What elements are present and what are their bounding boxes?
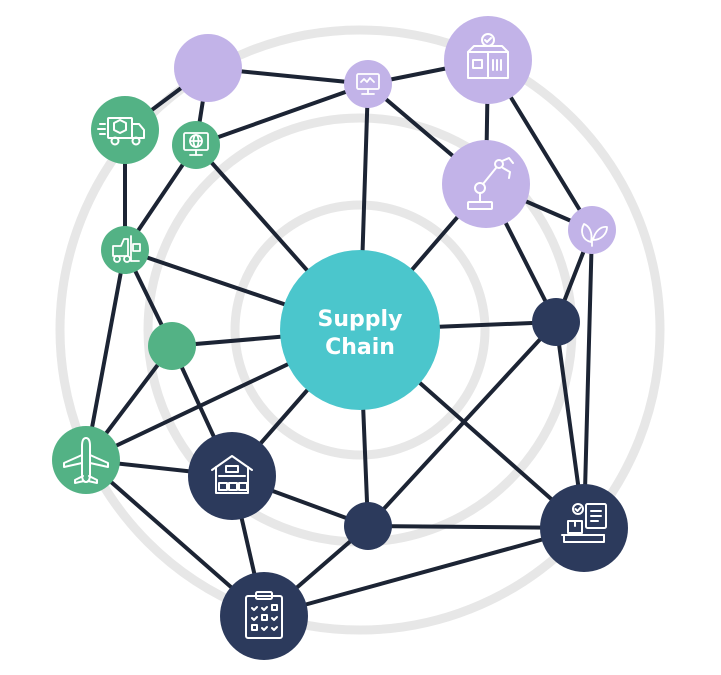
edge	[366, 320, 558, 528]
clipboard-checklist-icon	[245, 591, 283, 639]
network-nodes: Supply Chain	[52, 16, 628, 660]
edge	[84, 248, 127, 462]
airplane-icon	[63, 437, 109, 484]
navy-blank-node-bottom	[344, 502, 392, 550]
lavender-leaf-node	[568, 206, 616, 254]
edge	[582, 228, 594, 530]
ring-outer	[55, 25, 665, 635]
ring-inner	[230, 200, 490, 460]
supply-chain-center-node: Supply Chain	[280, 250, 440, 410]
green-plane-node	[52, 426, 120, 494]
edge	[262, 526, 586, 618]
robot-arm-icon	[467, 157, 514, 210]
box-tracking-icon	[467, 33, 509, 79]
center-label-line2: Chain	[325, 335, 395, 360]
navy-inventory-node	[540, 484, 628, 572]
green-blank-node	[148, 322, 196, 370]
monitor-icon	[356, 73, 380, 95]
warehouse-icon	[211, 455, 253, 494]
green-globe-node	[172, 121, 220, 169]
inventory-checklist-icon	[561, 503, 607, 543]
lavender-package-node	[444, 16, 532, 104]
navy-blank-node-right	[532, 298, 580, 346]
green-truck-node	[91, 96, 159, 164]
green-forklift-node	[101, 226, 149, 274]
lavender-monitor-node	[344, 60, 392, 108]
globe-monitor-icon	[183, 132, 209, 156]
delivery-truck-icon	[97, 117, 145, 146]
lavender-robot-node	[442, 140, 530, 228]
lavender-blank-node	[174, 34, 242, 102]
navy-warehouse-node	[188, 432, 276, 520]
forklift-icon	[112, 235, 141, 263]
edge	[194, 82, 370, 147]
leaf-icon	[581, 223, 608, 247]
navy-clipboard-node	[220, 572, 308, 660]
center-label-line1: Supply	[318, 307, 403, 332]
